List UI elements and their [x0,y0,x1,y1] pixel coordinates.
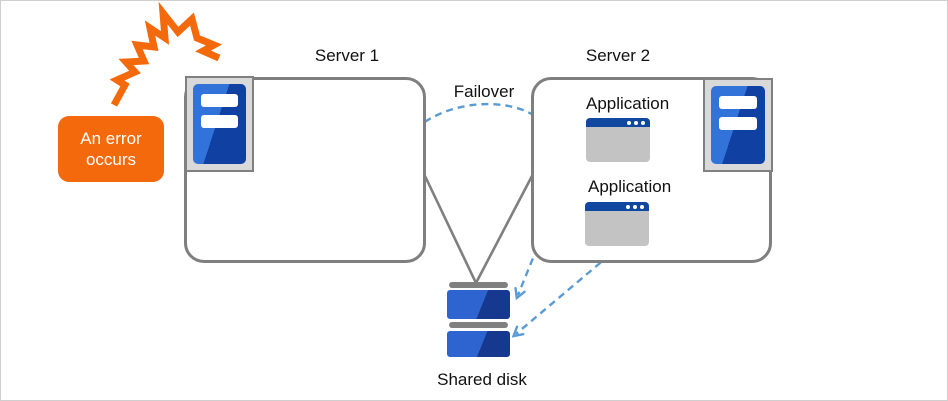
server-tower [193,84,246,164]
window-dot [641,120,645,125]
server-tower [711,86,765,164]
application1-label: Application [586,94,670,113]
window-dot [634,120,638,125]
window-dot [626,204,630,209]
disk-platter [447,331,510,357]
window-dot [640,204,644,209]
disk-platter [447,290,510,319]
server-slot-bar [201,94,238,107]
server-slot-bar [719,117,757,130]
shared-disk-icon [447,282,510,357]
server1-label: Server 1 [314,46,380,65]
server1-disk-connector [423,175,478,284]
error-badge: An error occurs [58,116,164,182]
disk-cap [449,282,508,288]
failover-label: Failover [453,82,515,101]
application2-label: Application [588,177,672,196]
window-dot [627,120,631,125]
server-tower-icon [185,76,254,172]
shared-disk-label: Shared disk [437,370,527,389]
window-titlebar [586,118,650,127]
server-slot-bar [719,96,757,109]
application-window-icon [585,202,649,246]
failover-dashed-arrow [406,102,546,139]
window-dot [633,204,637,209]
application-window-icon [586,118,650,162]
server2-disk-connector [474,175,534,284]
server2-label: Server 2 [585,46,651,65]
server-tower-icon [703,78,773,172]
disk-cap [449,322,508,328]
server-slot-bar [201,115,238,128]
window-titlebar [585,202,649,211]
